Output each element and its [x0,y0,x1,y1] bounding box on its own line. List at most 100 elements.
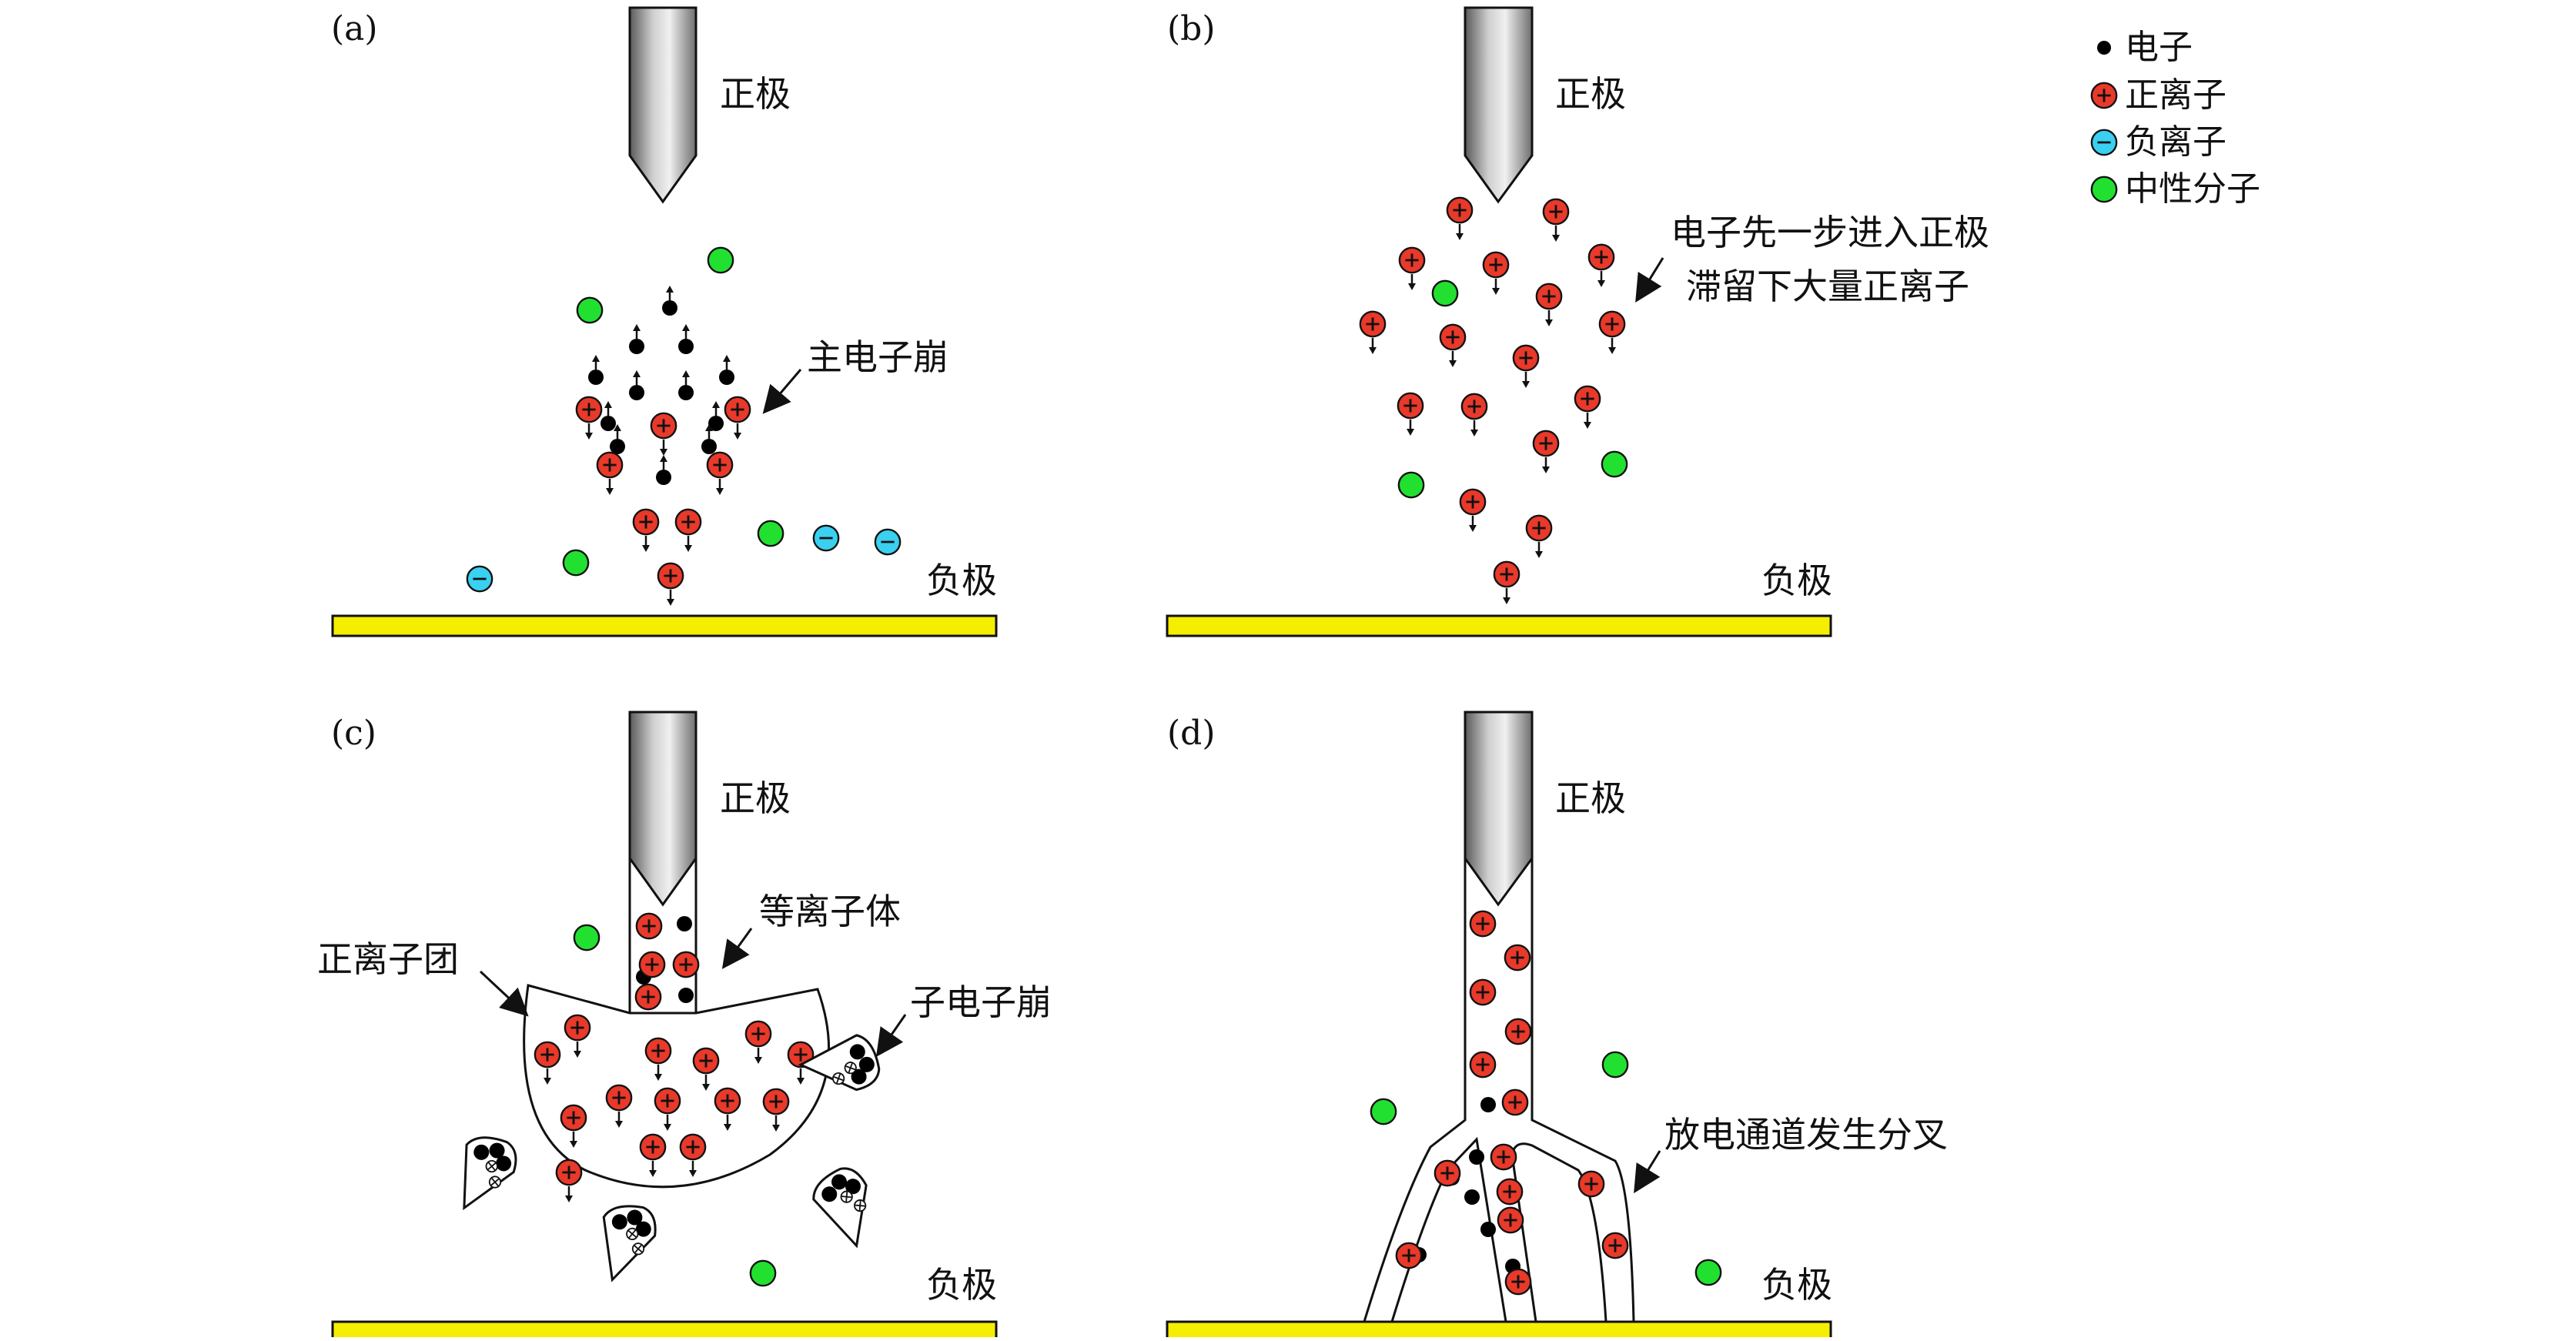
neutral-molecule [1601,450,1628,478]
positive-ion [1577,1170,1605,1198]
positive-ion [1359,310,1387,338]
anode-label: 正极 [1555,778,1626,819]
positive-ion [679,1133,707,1161]
cathode-plate [1166,614,1832,637]
legend: 电子 正离子 负离子 中性分子 [2090,28,2260,209]
positive-ion [1574,385,1601,413]
avalanche-ion [485,1159,499,1173]
electron [1480,1097,1496,1112]
positive-ion [639,1133,667,1161]
positive-ion [650,412,677,440]
positive-ion [575,396,603,423]
positive-ion [1439,323,1467,351]
positive-ion [534,1041,561,1068]
secondary-avalanche [602,1205,657,1282]
electron [601,416,616,431]
anode-needle [628,711,698,907]
positive-ion [706,451,734,479]
secondary-avalanche-arrow [875,1014,907,1057]
neutral-molecule [1431,279,1459,307]
neutral-molecule [1601,1051,1629,1078]
cathode-plate [1166,1320,1832,1341]
electron [851,1068,867,1085]
positive-ion [1395,1242,1423,1269]
avalanche-ion [488,1175,502,1189]
anode-needle [1464,711,1534,907]
electron [677,916,692,931]
branching-channel [1363,858,1635,1323]
positive-ion [1496,1178,1524,1206]
electron [489,1142,505,1159]
positive-ion [1469,1051,1497,1078]
positive-ion [596,451,624,479]
electron [719,370,734,385]
electron [611,1214,627,1230]
panel-c-particles [534,912,815,1287]
positive-ion [634,983,662,1011]
primary-avalanche-label: 主电子崩 [807,336,948,378]
plasma-column [628,858,698,1013]
electron [610,439,625,454]
electron [627,1209,643,1226]
positive-ion [1460,393,1488,420]
primary-avalanche-arrow [762,369,802,414]
panel-d-particles [1370,910,1722,1296]
panel-d-tag: (d) [1167,714,1216,753]
positive-ion [692,1047,720,1075]
secondary-avalanche-label: 子电子崩 [910,982,1052,1023]
cathode-label: 负极 [926,1264,997,1306]
panel-a-tag: (a) [331,9,378,48]
negative-ion [466,565,493,593]
neutral-molecule [562,549,590,577]
annotation-arrow [1635,257,1664,303]
panel-a: (a) 正极 负极 主电子崩 [331,6,998,637]
positive-ion [674,508,702,536]
legend-electron-label: 电子 [2125,28,2193,67]
electron-enters-anode-label: 电子先一步进入正极 [1671,212,1989,253]
panel-b-particles [1359,196,1628,604]
positive-ions-remain-label: 滞留下大量正离子 [1686,266,1969,307]
negative-ion [874,528,902,556]
negative-ion [812,524,840,552]
positive-ion-icon [2090,82,2118,109]
positive-ion [644,1037,672,1065]
positive-ion [1587,243,1615,271]
legend-negative-ion-label: 负离子 [2125,122,2226,162]
electron [845,1179,861,1195]
secondary-avalanche [812,1167,869,1249]
neutral-molecule-icon [2090,176,2118,203]
electron [821,1186,838,1202]
cathode-plate [331,1320,998,1341]
neutral-molecule [1397,471,1425,499]
cathode-label: 负极 [1761,560,1832,601]
positive-ion [1493,560,1521,588]
electron [1469,1149,1484,1165]
cluster-arrow [479,970,529,1017]
positive-ion [560,1104,587,1132]
cathode-label: 负极 [926,560,997,601]
positive-ion [1446,196,1474,224]
positive-ion [1501,1089,1529,1116]
electron [708,416,724,431]
electron [588,370,604,385]
anode-needle [1464,6,1534,204]
positive-ion-cluster-label: 正离子团 [317,938,459,980]
positive-ion [657,562,684,590]
channel-branching-label: 放电通道发生分叉 [1664,1114,1948,1155]
positive-ion [1398,246,1426,274]
panel-d: (d) 正极 负极 放电通道发生分叉 [1166,711,1948,1341]
panel-b-tag: (b) [1167,9,1216,48]
positive-ion [1504,1018,1532,1045]
electron [678,988,694,1003]
anode-label: 正极 [720,778,791,819]
electron [678,385,694,400]
secondary-avalanches [463,1034,881,1282]
panel-a-particles [466,246,902,606]
electron [858,1056,875,1072]
positive-ion [1525,514,1553,542]
branching-arrow [1634,1150,1661,1194]
positive-ion [1490,1143,1517,1171]
electron [629,339,644,354]
